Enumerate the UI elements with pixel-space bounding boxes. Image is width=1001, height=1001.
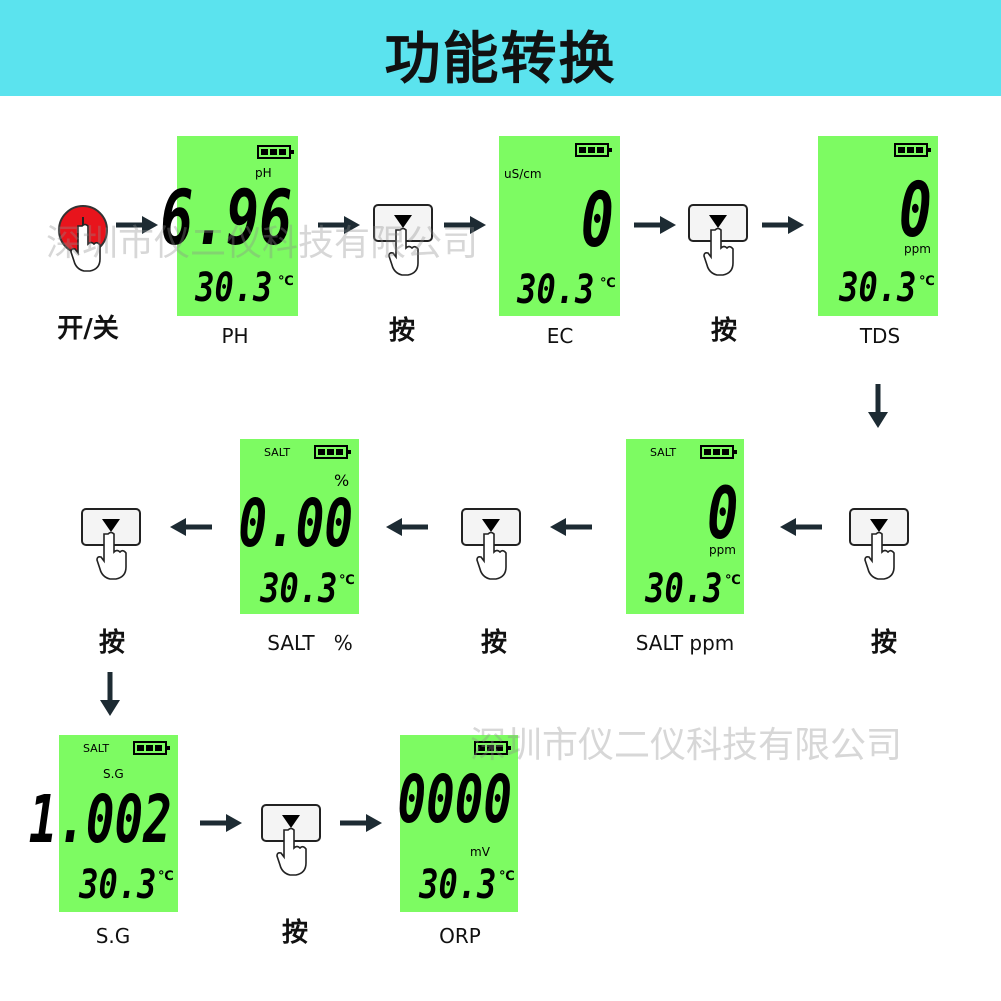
watermark: 深圳市仪二仪科技有限公司 [470, 725, 903, 766]
ec-temp-unit: ℃ [600, 276, 616, 291]
arrow-left-icon [780, 518, 822, 536]
salt-pct-screen: SALT % 0.00 30.3 ℃ [238, 439, 359, 614]
arrow-right-icon [762, 216, 804, 234]
arrow-left-icon [170, 518, 212, 536]
tds-value: 0 [899, 165, 932, 254]
orp-unit: mV [470, 845, 490, 859]
arrow-right-icon [340, 814, 382, 832]
ec-mode: uS/cm [504, 167, 542, 181]
salt-pct-label: SALT % [267, 631, 353, 655]
arrow-right-icon [200, 814, 242, 832]
salt-pct-mode: SALT [264, 446, 291, 459]
ec-temp: 30.3 [516, 267, 594, 313]
press-label: 按 [870, 628, 897, 658]
salt-ppm-temp: 30.3 [644, 566, 722, 612]
down-triangle-icon [102, 519, 120, 532]
hand-press-icon [703, 227, 734, 276]
down-triangle-icon [870, 519, 888, 532]
header-banner: 功能转换 [0, 0, 1001, 96]
battery-icon [257, 145, 294, 159]
arrow-right-icon [634, 216, 676, 234]
salt-pct-temp-unit: ℃ [339, 573, 355, 588]
battery-icon [894, 143, 931, 157]
sg-mode2: S.G [103, 767, 124, 781]
down-triangle-icon [282, 815, 300, 828]
arrow-down-icon [868, 384, 888, 428]
ph-label: PH [221, 324, 249, 348]
down-triangle-icon [394, 215, 412, 228]
sg-temp-unit: ℃ [158, 869, 174, 884]
arrow-right-icon [444, 216, 486, 234]
battery-icon [474, 741, 511, 755]
battery-icon [314, 445, 351, 459]
ph-temp: 30.3 [194, 265, 272, 311]
hand-press-icon [388, 227, 419, 276]
orp-label: ORP [439, 924, 481, 948]
hand-press-icon [70, 223, 101, 272]
press-label: 按 [480, 628, 507, 658]
hand-press-icon [864, 531, 895, 580]
salt-pct-temp: 30.3 [259, 566, 337, 612]
arrow-left-icon [550, 518, 592, 536]
watermark: 深圳市仪二仪科技有限公司 [46, 223, 479, 264]
salt-ppm-unit: ppm [709, 543, 736, 557]
orp-value: 0000 [397, 761, 512, 838]
ec-screen: uS/cm 0 30.3 ℃ [499, 136, 620, 316]
arrow-down-icon [100, 672, 120, 716]
battery-icon [575, 143, 612, 157]
press-label: 按 [388, 316, 415, 346]
down-triangle-icon [482, 519, 500, 532]
tds-label: TDS [859, 324, 901, 348]
ph-mode: pH [255, 166, 272, 180]
hand-press-icon [276, 827, 307, 876]
salt-pct-value: 0.00 [238, 485, 353, 562]
press-label: 按 [98, 628, 125, 658]
ph-value: 6.96 [160, 173, 292, 262]
sg-mode: SALT [83, 742, 110, 755]
press-label: 按 [710, 316, 737, 346]
arrow-right-icon [116, 216, 158, 234]
salt-ppm-label: SALT ppm [635, 631, 735, 655]
tds-temp-unit: ℃ [919, 274, 935, 289]
ph-screen: pH 6.96 30.3 ℃ [160, 136, 298, 316]
tds-temp: 30.3 [838, 265, 916, 311]
battery-icon [700, 445, 737, 459]
salt-ppm-temp-unit: ℃ [725, 573, 741, 588]
salt-pct-unit: % [334, 471, 350, 490]
orp-temp: 30.3 [418, 862, 496, 908]
hand-press-icon [96, 531, 127, 580]
salt-ppm-screen: SALT 0 ppm 30.3 ℃ [626, 439, 744, 614]
down-triangle-icon [709, 215, 727, 228]
ec-value: 0 [581, 175, 614, 264]
sg-screen: SALT S.G 1.002 30.3 ℃ [29, 735, 178, 912]
battery-icon [133, 741, 170, 755]
tds-screen: 0 ppm 30.3 ℃ [818, 136, 938, 316]
ec-label: EC [546, 324, 574, 348]
hand-press-icon [476, 531, 507, 580]
arrow-right-icon [318, 216, 360, 234]
sg-value: 1.002 [28, 781, 172, 858]
orp-temp-unit: ℃ [499, 869, 515, 884]
salt-ppm-mode: SALT [650, 446, 677, 459]
salt-ppm-value: 0 [706, 471, 738, 555]
page-title: 功能转换 [384, 27, 617, 92]
onoff-label: 开/关 [57, 314, 119, 344]
ph-temp-unit: ℃ [278, 274, 294, 289]
sg-temp: 30.3 [78, 862, 156, 908]
press-label: 按 [281, 918, 308, 948]
sg-label: S.G [95, 924, 131, 948]
arrow-left-icon [386, 518, 428, 536]
orp-screen: 0000 mV 30.3 ℃ [397, 735, 518, 912]
tds-unit: ppm [904, 242, 931, 256]
